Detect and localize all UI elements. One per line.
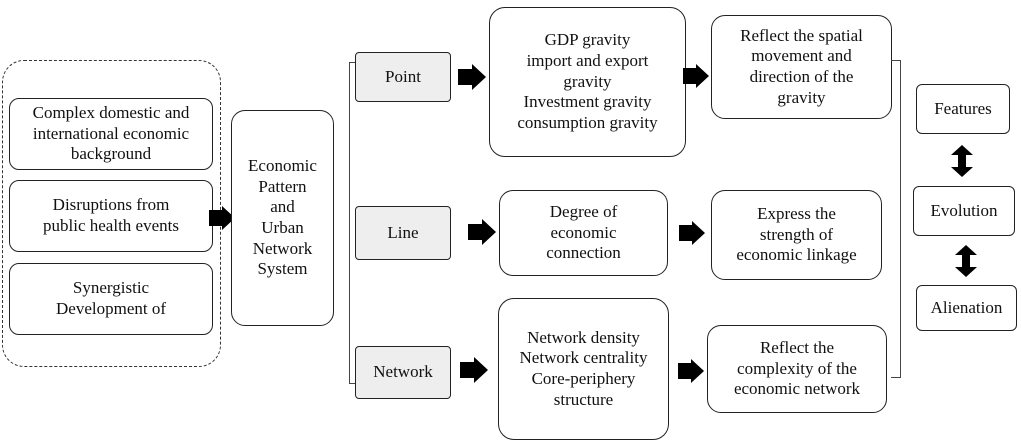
outcome-point: Reflect the spatial movement and directi… xyxy=(711,15,892,119)
arrow-network-to-outcome xyxy=(678,359,704,383)
input-synergistic-label: Synergistic Development of xyxy=(56,278,166,318)
result-alienation: Alienation xyxy=(916,285,1017,331)
bracket-results xyxy=(891,60,901,378)
central-label: Economic Pattern and Urban Network Syste… xyxy=(248,155,317,279)
method-line-label: Degree of economic connection xyxy=(546,201,621,263)
outcome-line: Express the strength of economic linkage xyxy=(711,190,882,280)
arrow-inputs-to-center xyxy=(209,206,235,230)
outcome-network-label: Reflect the complexity of the economic n… xyxy=(733,337,861,399)
central-box: Economic Pattern and Urban Network Syste… xyxy=(231,110,334,326)
arrow-network-to-method xyxy=(460,357,488,383)
result-evolution: Evolution xyxy=(913,186,1015,236)
result-features-label: Features xyxy=(934,98,992,118)
category-line-label: Line xyxy=(387,222,419,242)
double-arrow-features-evolution xyxy=(951,145,973,177)
arrow-line-to-method xyxy=(468,219,496,245)
arrow-point-to-method xyxy=(458,64,486,90)
input-public-health-label: Disruptions from public health events xyxy=(43,195,179,235)
input-box-background: Complex domestic and international econo… xyxy=(9,98,213,170)
arrow-point-to-outcome xyxy=(683,64,709,88)
double-arrow-evolution-alienation xyxy=(955,245,977,277)
category-network-label: Network xyxy=(373,362,433,382)
category-line: Line xyxy=(355,206,451,260)
result-features: Features xyxy=(916,84,1010,134)
outcome-point-label: Reflect the spatial movement and directi… xyxy=(740,25,863,107)
category-point: Point xyxy=(355,52,451,102)
method-point-label: GDP gravity import and export gravity In… xyxy=(517,30,658,133)
method-network: Network density Network centrality Core-… xyxy=(498,298,669,440)
outcome-line-label: Express the strength of economic linkage xyxy=(736,203,857,265)
outcome-network: Reflect the complexity of the economic n… xyxy=(707,325,887,413)
method-network-label: Network density Network centrality Core-… xyxy=(519,327,648,409)
method-point: GDP gravity import and export gravity In… xyxy=(489,7,686,157)
category-network: Network xyxy=(355,346,451,399)
arrow-line-to-outcome xyxy=(679,221,705,245)
result-evolution-label: Evolution xyxy=(930,200,998,220)
input-background-label: Complex domestic and international econo… xyxy=(32,102,190,164)
input-box-synergistic: Synergistic Development of xyxy=(9,263,213,335)
method-line: Degree of economic connection xyxy=(499,190,668,276)
input-box-public-health: Disruptions from public health events xyxy=(9,180,213,252)
category-point-label: Point xyxy=(385,66,421,86)
result-alienation-label: Alienation xyxy=(930,297,1003,317)
bracket-categories xyxy=(349,62,359,384)
